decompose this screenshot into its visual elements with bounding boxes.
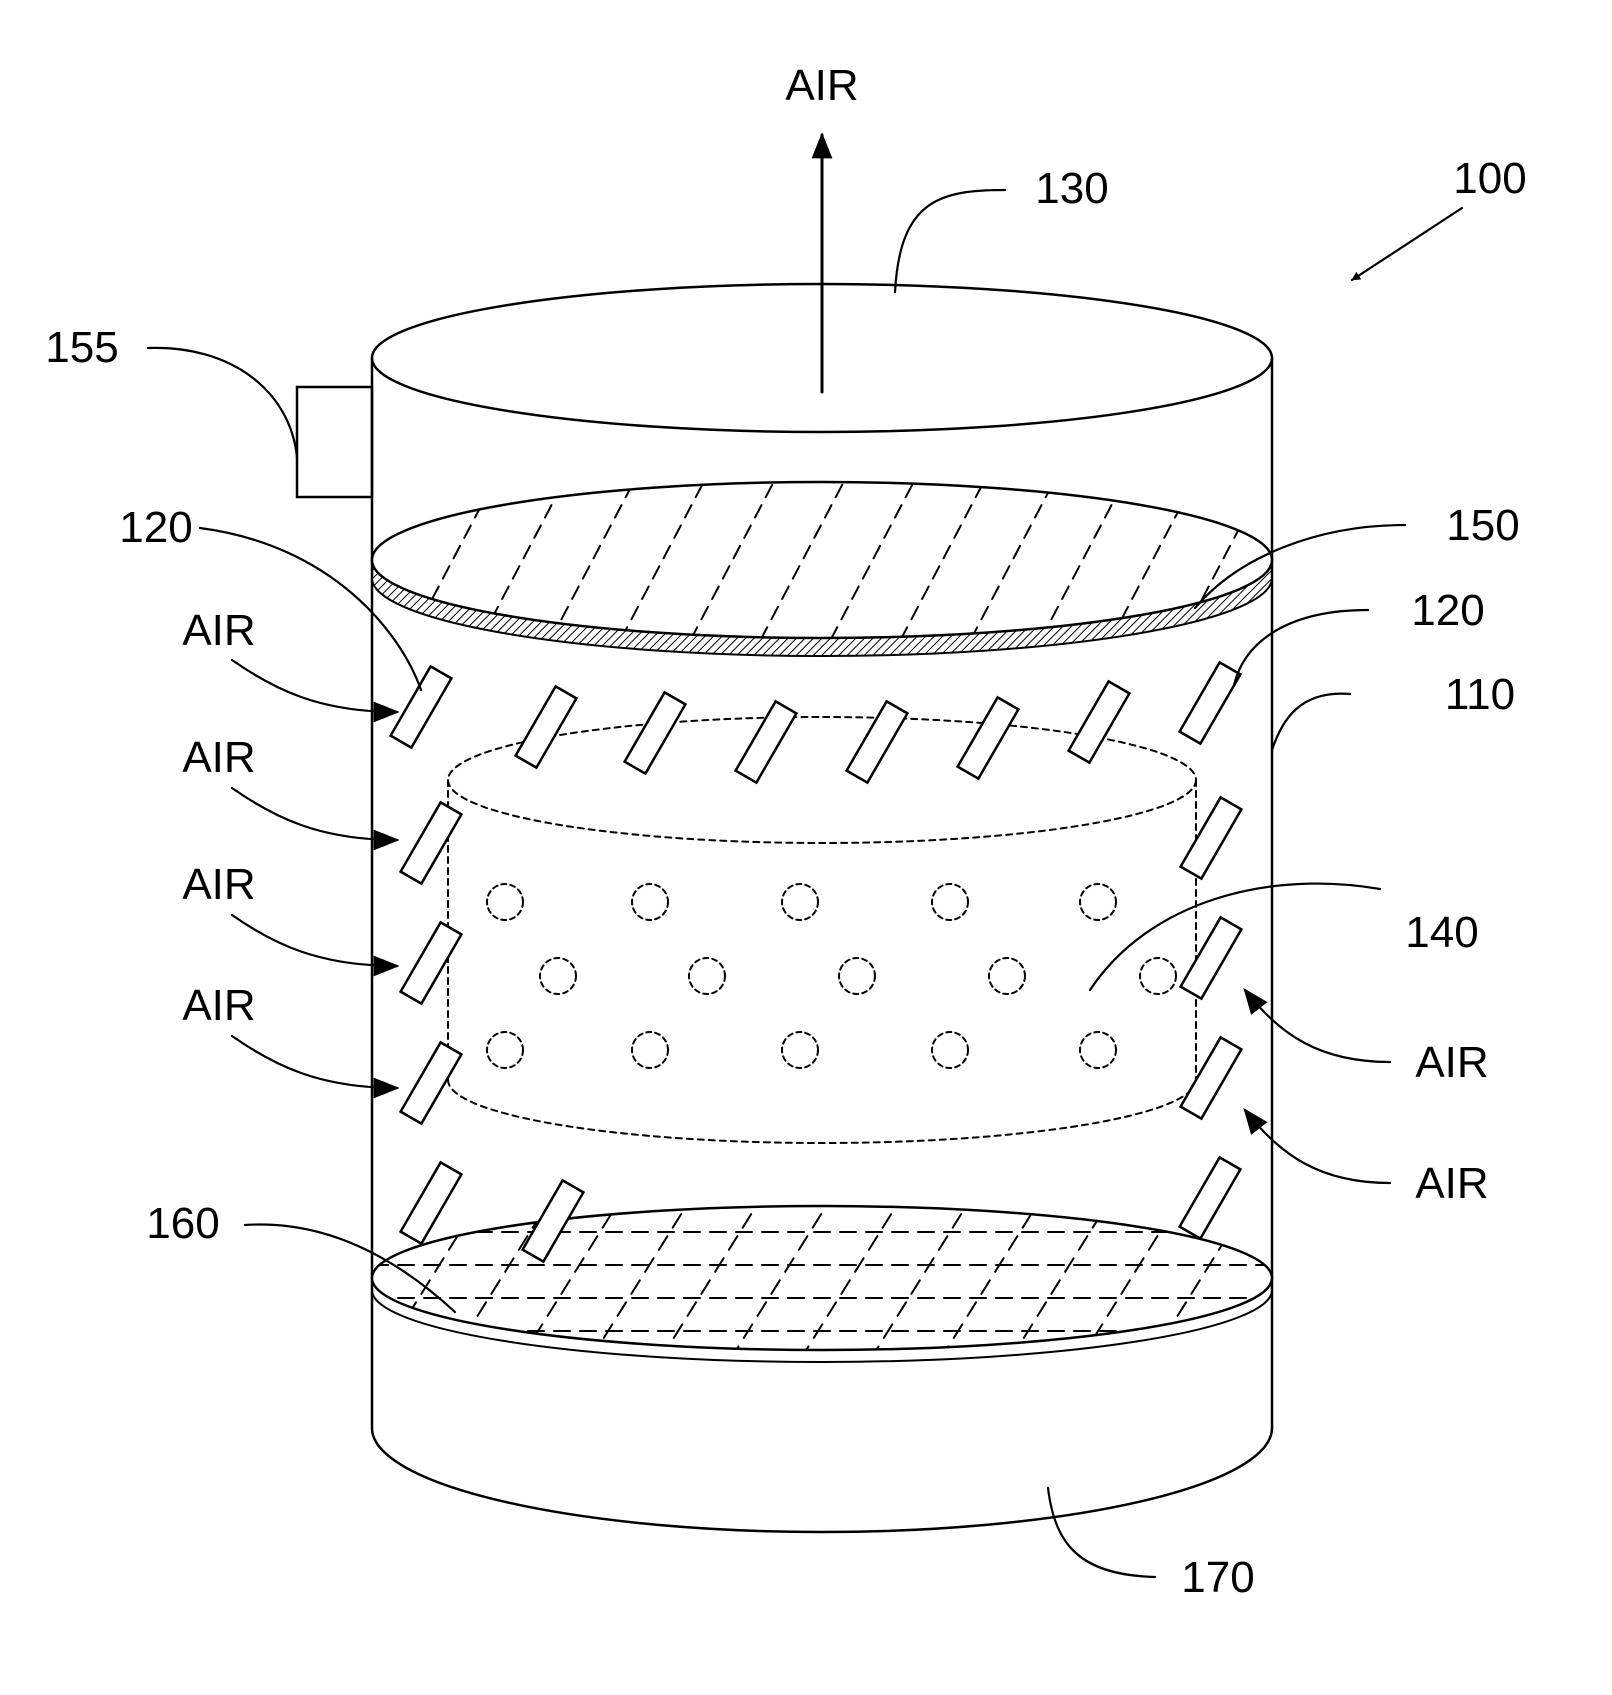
particle bbox=[839, 958, 875, 994]
particle bbox=[932, 884, 968, 920]
top-filter-disk bbox=[372, 470, 1272, 660]
leader-100-arrow bbox=[1352, 208, 1462, 280]
air-inlet-label-left: AIR bbox=[182, 733, 255, 782]
particle bbox=[689, 958, 725, 994]
nozzle bbox=[401, 1162, 462, 1243]
reference-number-140: 140 bbox=[1405, 908, 1478, 957]
particle bbox=[632, 1032, 668, 1068]
air-inlet-label-right: AIR bbox=[1415, 1159, 1488, 1208]
reference-number-170: 170 bbox=[1181, 1553, 1254, 1602]
leader-110 bbox=[1272, 694, 1350, 750]
nozzle bbox=[847, 701, 908, 782]
nozzle bbox=[1069, 681, 1130, 762]
reference-number-130: 130 bbox=[1035, 164, 1108, 213]
leader-120-right bbox=[1234, 610, 1368, 685]
particle bbox=[487, 1032, 523, 1068]
particle bbox=[632, 884, 668, 920]
controller-box bbox=[297, 387, 372, 497]
particle bbox=[1140, 958, 1176, 994]
cylinder-bottom-arc bbox=[372, 1428, 1272, 1532]
nozzle bbox=[1181, 797, 1242, 878]
reference-number-150: 150 bbox=[1446, 501, 1519, 550]
leader-130 bbox=[895, 190, 1005, 292]
particle bbox=[487, 884, 523, 920]
air-inlet-label-left: AIR bbox=[182, 860, 255, 909]
air-inlet-arrow bbox=[1245, 990, 1390, 1062]
nozzle bbox=[958, 697, 1019, 778]
reference-number-160: 160 bbox=[146, 1199, 219, 1248]
nozzle bbox=[1180, 662, 1241, 743]
air-outlet-label: AIR bbox=[785, 61, 858, 110]
air-inlet-arrow bbox=[1245, 1110, 1390, 1183]
nozzle bbox=[625, 692, 686, 773]
nozzle bbox=[516, 686, 577, 767]
nozzle bbox=[1181, 1037, 1242, 1118]
nozzle bbox=[401, 922, 462, 1003]
particles bbox=[487, 884, 1176, 1068]
air-inlet-label-left: AIR bbox=[182, 606, 255, 655]
reference-number-155: 155 bbox=[45, 323, 118, 372]
reference-number-100: 100 bbox=[1453, 154, 1526, 203]
particle bbox=[932, 1032, 968, 1068]
nozzle bbox=[391, 666, 452, 747]
particle bbox=[782, 884, 818, 920]
air-inlet-label-left: AIR bbox=[182, 981, 255, 1030]
particle bbox=[1080, 884, 1116, 920]
leader-lines bbox=[148, 190, 1462, 1577]
nozzle bbox=[1181, 917, 1242, 998]
reference-number-110: 110 bbox=[1445, 670, 1515, 719]
particle bbox=[540, 958, 576, 994]
inner-chamber bbox=[448, 717, 1196, 1143]
nozzle bbox=[401, 1042, 462, 1123]
particle bbox=[782, 1032, 818, 1068]
nozzle bbox=[1180, 1157, 1241, 1238]
reference-number-120-left: 120 bbox=[119, 503, 192, 552]
nozzle bbox=[736, 701, 797, 782]
nozzle bbox=[401, 802, 462, 883]
reference-number-120-right: 120 bbox=[1411, 586, 1484, 635]
air-inlet-label-right: AIR bbox=[1415, 1038, 1488, 1087]
bottom-mesh-disk bbox=[372, 1200, 1272, 1362]
particle bbox=[1080, 1032, 1116, 1068]
air-nozzles bbox=[391, 662, 1242, 1261]
air-inlet-arrows-right bbox=[1245, 990, 1390, 1183]
leader-155 bbox=[148, 348, 297, 457]
particle bbox=[989, 958, 1025, 994]
